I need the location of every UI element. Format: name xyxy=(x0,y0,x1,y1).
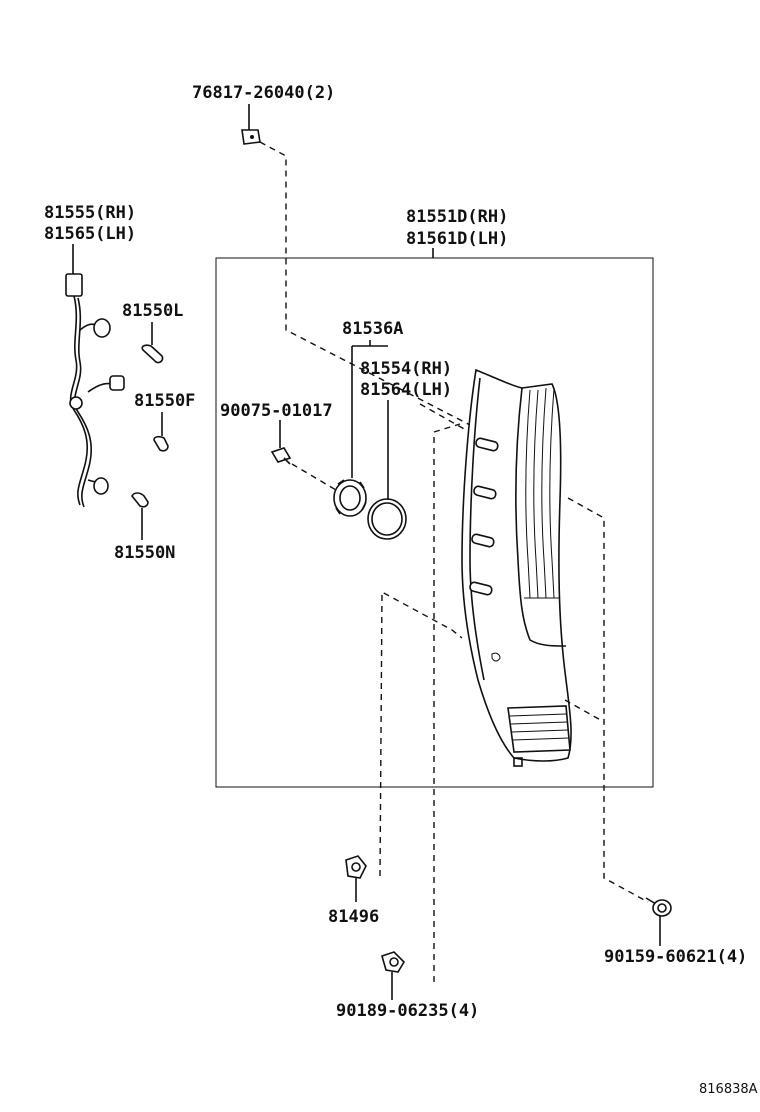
bulb-81550f-part xyxy=(153,412,169,452)
label-screw-90159: 90159-60621(4) xyxy=(604,947,747,967)
label-bulb-81550l: 81550L xyxy=(122,301,183,321)
screw-90075-part xyxy=(270,420,292,465)
diagram-reference-code: 816838A xyxy=(699,1082,758,1097)
combination-lamp-lens xyxy=(461,368,572,767)
label-screw-90075: 90075-01017 xyxy=(220,401,333,421)
dash-clip-to-lens xyxy=(259,141,471,426)
bulb-81550n-part xyxy=(131,492,149,540)
label-gasket-lh: 81564(LH) xyxy=(360,380,452,400)
dash-lens-lower xyxy=(564,699,605,723)
wiring-harness-part xyxy=(65,244,125,508)
label-lens-lh: 81561D(LH) xyxy=(406,229,508,249)
label-lens-rh: 81551D(RH) xyxy=(406,207,508,227)
label-bulb-81550f: 81550F xyxy=(134,391,195,411)
dash-nut-to-lens xyxy=(379,590,463,877)
dash-gasket-to-lens xyxy=(419,403,467,431)
nut-81496-part xyxy=(345,855,367,902)
clip-76817-part xyxy=(241,104,261,145)
screw-90159-part xyxy=(645,897,672,946)
label-socket-81536a: 81536A xyxy=(342,319,403,339)
label-bulb-81550n: 81550N xyxy=(114,543,175,563)
bulb-81550l-part xyxy=(141,322,164,364)
socket-81536a-part xyxy=(333,340,388,517)
assembly-frame xyxy=(215,257,654,788)
label-nut-81496: 81496 xyxy=(328,907,379,927)
label-gasket-rh: 81554(RH) xyxy=(360,359,452,379)
clip-90189-part xyxy=(381,951,406,1000)
dash-screw90159-to-lens xyxy=(567,497,649,903)
label-clip-90189: 90189-06235(4) xyxy=(336,1001,479,1021)
gasket-81554-part xyxy=(367,400,407,540)
dash-clip-to-lens-bottom xyxy=(433,423,461,982)
dash-screw-to-socket xyxy=(291,463,337,491)
label-socket-rh: 81555(RH) xyxy=(44,203,136,223)
label-socket-lh: 81565(LH) xyxy=(44,224,136,244)
label-clip-76817: 76817-26040(2) xyxy=(192,83,335,103)
